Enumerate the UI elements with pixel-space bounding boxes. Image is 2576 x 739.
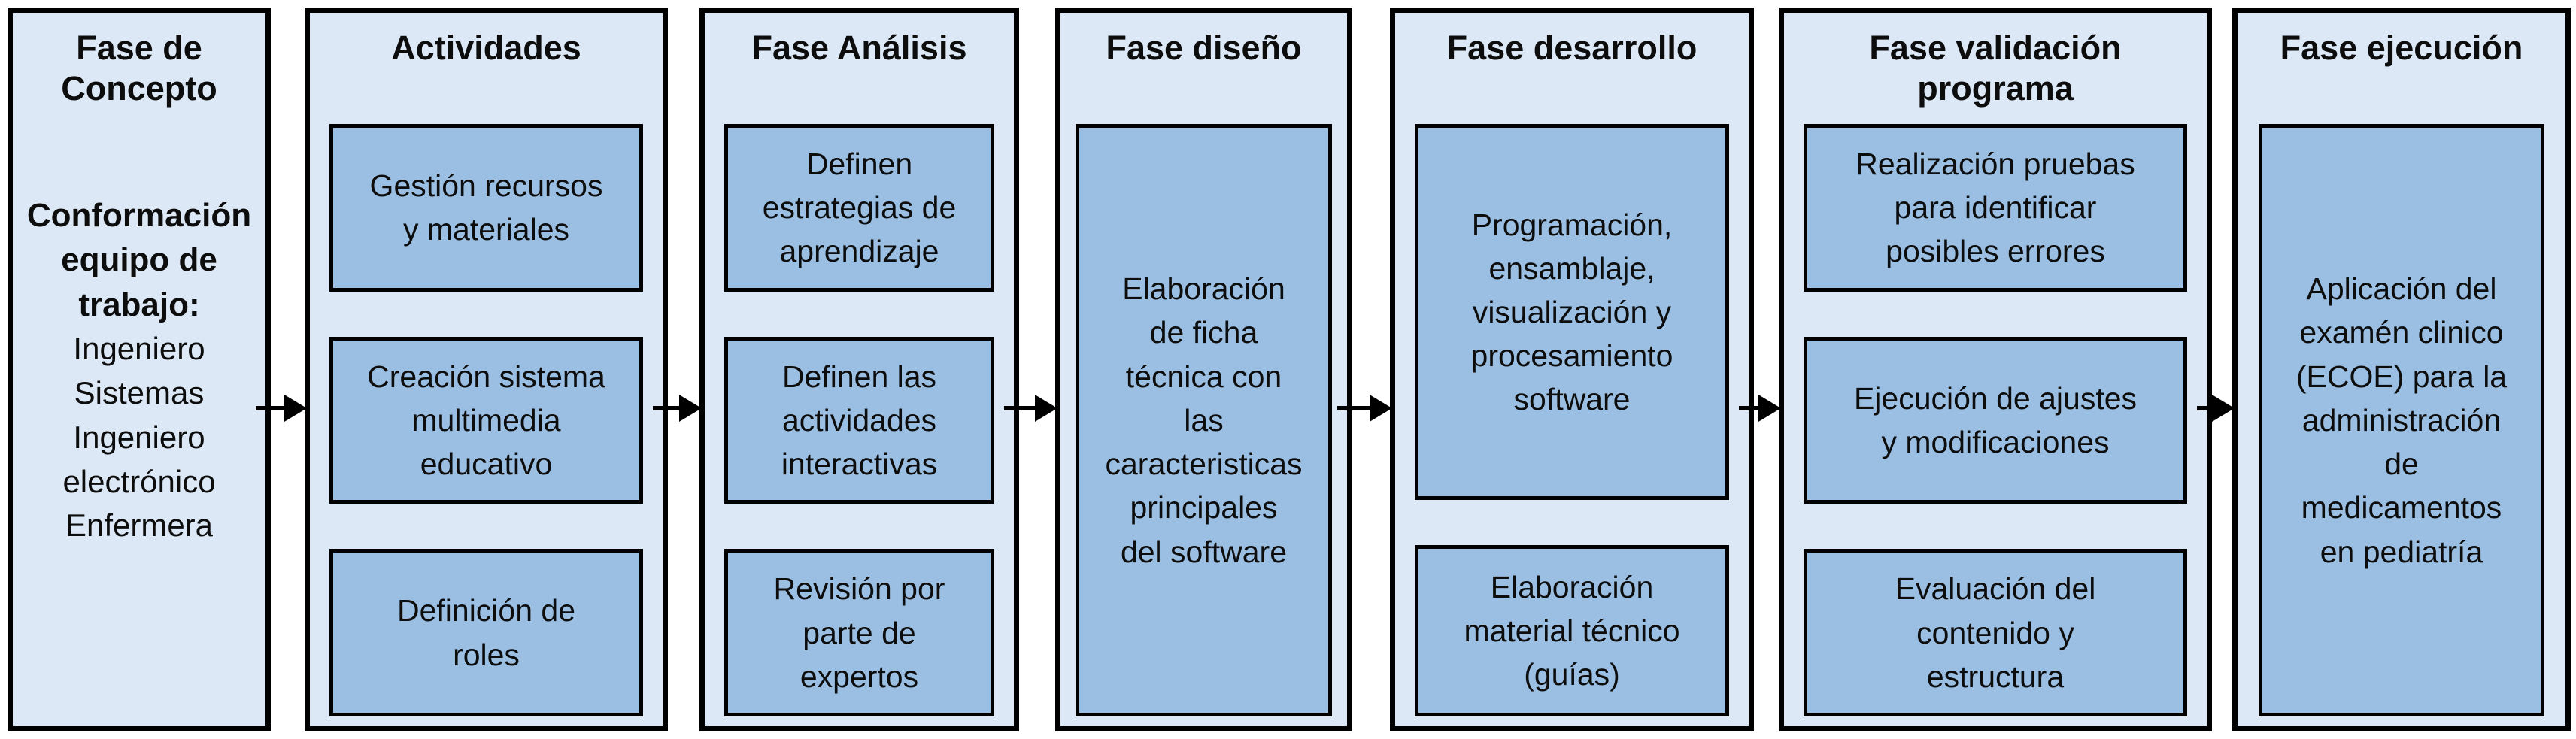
phase-concept-column: Fase de Concepto Conformación equipo de …	[8, 8, 271, 731]
flow-gap	[1004, 8, 1057, 731]
arrow-right-icon	[1370, 395, 1392, 422]
arrow-right-icon	[284, 395, 307, 422]
arrow-right-icon	[653, 406, 681, 410]
phase-title: Fase desarrollo	[1446, 29, 1698, 67]
phase-title: Fase diseño	[1106, 29, 1302, 67]
phase-activities-column: Actividades Gestión recursos y materiale…	[305, 8, 668, 731]
arrow-right-icon	[1739, 406, 1761, 410]
activity-box: Elaboración de ficha técnica con las car…	[1076, 124, 1332, 716]
activity-box: Definen las actividades interactivas	[724, 336, 994, 504]
phase-title-wrap: Fase desarrollo	[1415, 28, 1729, 124]
phase-title: Fase de Concepto	[61, 29, 217, 108]
phase-title: Fase validación programa	[1869, 29, 2122, 108]
arrow-right-icon	[2197, 406, 2214, 410]
phase-title-wrap: Fase de Concepto	[20, 28, 258, 124]
phase-title: Actividades	[391, 29, 581, 67]
phase-validation-column: Fase validación programa Realización pru…	[1779, 8, 2212, 731]
arrow-right-icon	[1004, 406, 1037, 410]
arrow-right-icon	[1337, 406, 1372, 410]
phase-title-wrap: Fase validación programa	[1804, 28, 2187, 124]
phase-title-wrap: Fase diseño	[1076, 28, 1332, 124]
phase-activities-body: Gestión recursos y materiales Creación s…	[329, 124, 643, 717]
flow-gap	[653, 8, 702, 731]
flow-gap	[256, 8, 307, 731]
activity-box: Realización pruebas para identificar pos…	[1804, 124, 2187, 292]
phase-design-column: Fase diseño Elaboración de ficha técnica…	[1055, 8, 1352, 731]
phase-analysis-body: Definen estrategias de aprendizaje Defin…	[724, 124, 994, 717]
team-formation-heading: Conformación equipo de trabajo:	[26, 197, 252, 323]
activity-box: Definen estrategias de aprendizaje	[724, 124, 994, 292]
phase-title-wrap: Fase ejecución	[2259, 28, 2544, 124]
activity-box: Ejecución de ajustes y modificaciones	[1804, 336, 2187, 504]
phase-title-wrap: Fase Análisis	[724, 28, 994, 124]
activity-box: Elaboración material técnico (guías)	[1415, 545, 1729, 716]
activity-box: Gestión recursos y materiales	[329, 124, 643, 292]
activity-box: Aplicación del examén clinico (ECOE) par…	[2259, 124, 2544, 716]
phase-development-body: Programación, ensamblaje, visualización …	[1415, 124, 1729, 716]
phase-title-wrap: Actividades	[329, 28, 643, 124]
flow-gap	[1739, 8, 1781, 731]
phase-execution-body: Aplicación del examén clinico (ECOE) par…	[2259, 124, 2544, 716]
arrow-right-icon	[1758, 395, 1781, 422]
activity-box: Evaluación del contenido y estructura	[1804, 549, 2187, 717]
phase-design-body: Elaboración de ficha técnica con las car…	[1076, 124, 1332, 716]
flow-gap	[2197, 8, 2235, 731]
activity-box: Creación sistema multimedia educativo	[329, 336, 643, 504]
phase-concept-body: Conformación equipo de trabajo: Ingenier…	[20, 124, 258, 716]
phase-execution-column: Fase ejecución Aplicación del examén cli…	[2232, 8, 2571, 731]
phase-validation-body: Realización pruebas para identificar pos…	[1804, 124, 2187, 717]
phase-title: Fase Análisis	[751, 29, 967, 67]
activity-box: Programación, ensamblaje, visualización …	[1415, 124, 1729, 501]
flow-gap	[1337, 8, 1392, 731]
arrow-right-icon	[2212, 395, 2235, 422]
arrow-right-icon	[256, 406, 287, 410]
phase-development-column: Fase desarrollo Programación, ensamblaje…	[1390, 8, 1754, 731]
phase-analysis-column: Fase Análisis Definen estrategias de apr…	[699, 8, 1019, 731]
arrow-right-icon	[1035, 395, 1057, 422]
team-members-text: Ingeniero Sistemas Ingeniero electrónico…	[62, 331, 216, 544]
arrow-right-icon	[679, 395, 702, 422]
activity-box: Revisión por parte de expertos	[724, 549, 994, 717]
phase-title: Fase ejecución	[2280, 29, 2523, 67]
activity-box: Definición de roles	[329, 549, 643, 717]
